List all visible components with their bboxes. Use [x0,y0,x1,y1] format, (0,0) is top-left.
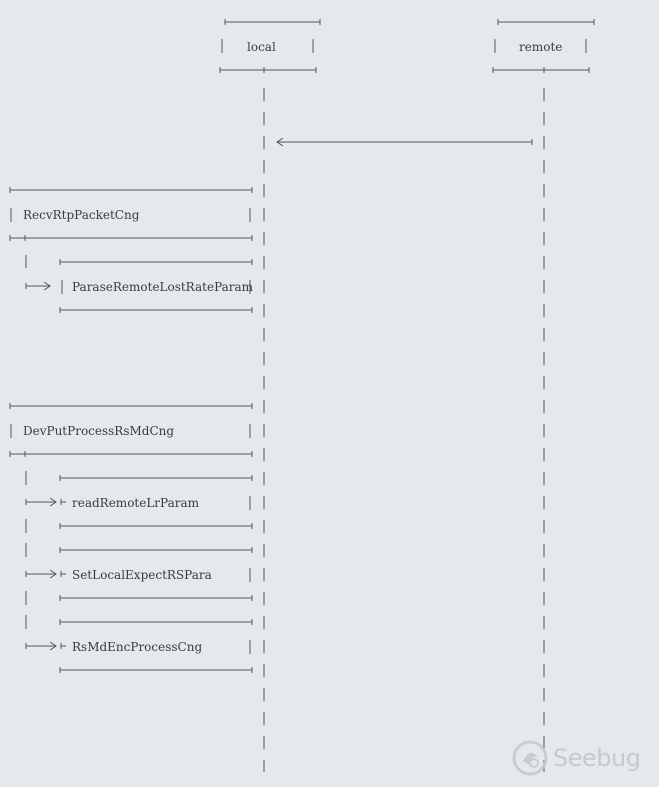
box-read-label: readRemoteLrParam [72,496,200,510]
box-set-local-expect-rs-para: SetLocalExpectRSPara [25,543,253,605]
box-read-remote-lr-param: readRemoteLrParam [25,471,253,533]
box-parase-remote-lost-rate-param: ParaseRemoteLostRateParam [25,255,254,313]
box-devput-label: DevPutProcessRsMdCng [23,424,174,438]
participant-local-label: local [247,40,276,54]
seebug-watermark-text: Seebug [553,744,641,772]
box-parse-label: ParaseRemoteLostRateParam [72,280,254,294]
participant-remote: remote [492,19,595,73]
seebug-logo-icon [512,740,548,776]
box-recv-label: RecvRtpPacketCng [23,208,140,222]
box-dev-put-process-rsmd-cng: DevPutProcessRsMdCng [9,403,253,457]
box-setlocal-label: SetLocalExpectRSPara [72,568,212,582]
box-rsmd-enc-process-cng: RsMdEncProcessCng [25,615,253,673]
seebug-watermark: Seebug [511,738,641,778]
participant-remote-label: remote [519,40,562,54]
box-recv-rtp-packet-cng: RecvRtpPacketCng [9,187,253,241]
participant-local: local [219,19,321,73]
box-rsmd-label: RsMdEncProcessCng [72,640,202,654]
